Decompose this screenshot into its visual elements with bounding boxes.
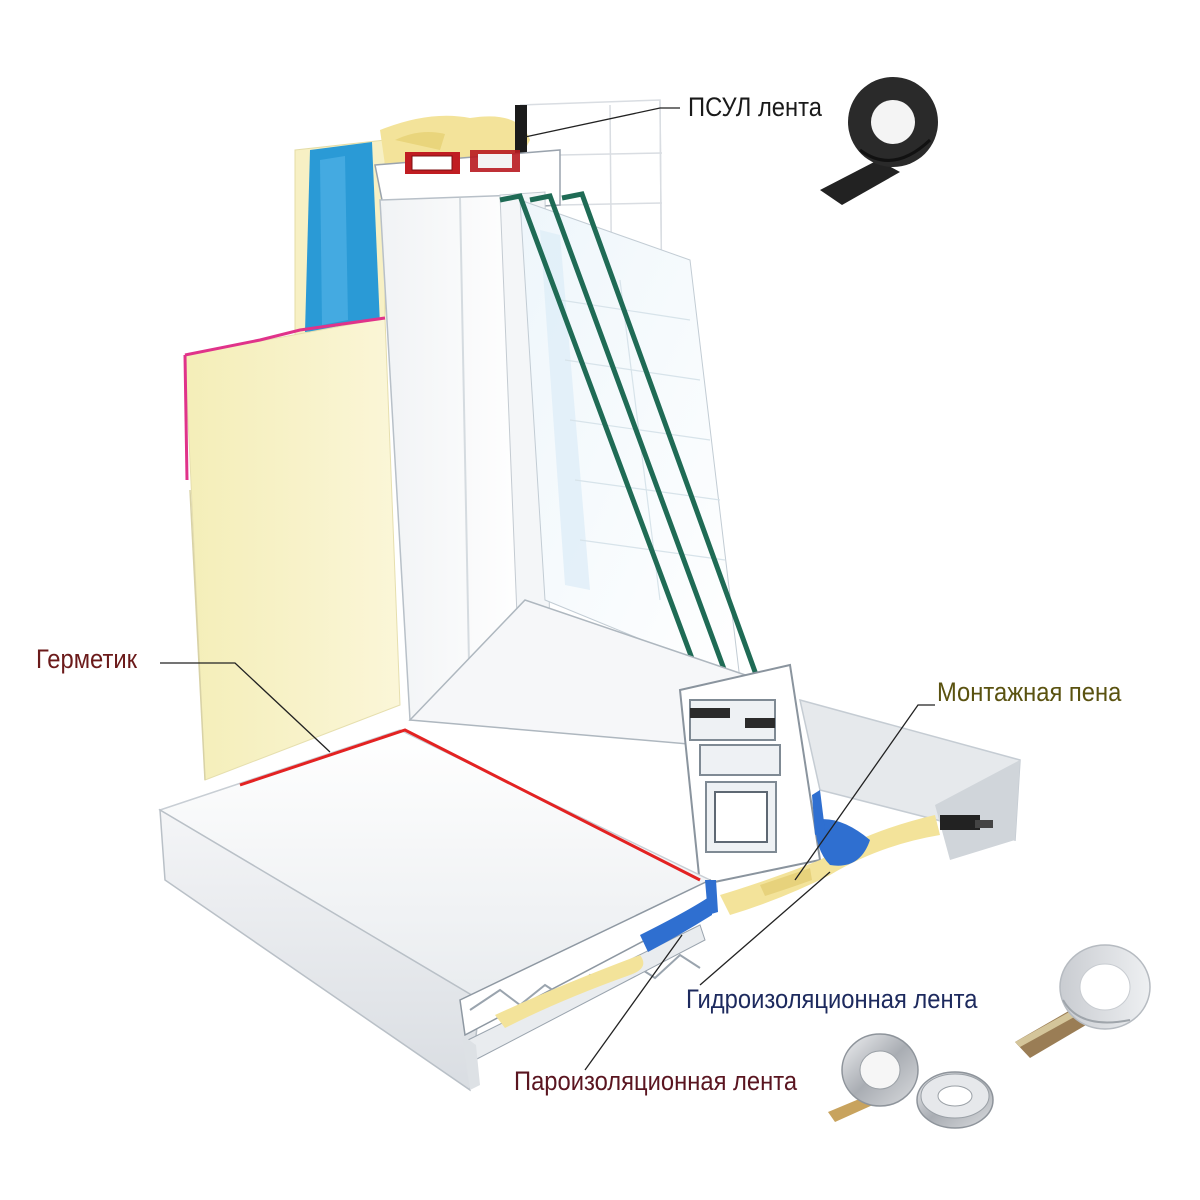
mounting-foam-label: Монтажная пена [937,677,1121,708]
waterproof-tape-label: Гидроизоляционная лента [686,984,977,1015]
window-sill [160,730,712,1090]
vapor-tape-roll-icon [828,1034,993,1128]
waterproof-tape-roll-icon [1015,945,1150,1058]
psul-tape-roll-icon [820,77,938,205]
psul-strip [515,105,527,155]
sealant-label: Герметик [36,644,137,675]
wall-section [185,140,400,780]
psul-tape-label: ПСУЛ лента [688,92,822,123]
vapor-barrier-tape-label: Пароизоляционная лента [514,1066,797,1097]
